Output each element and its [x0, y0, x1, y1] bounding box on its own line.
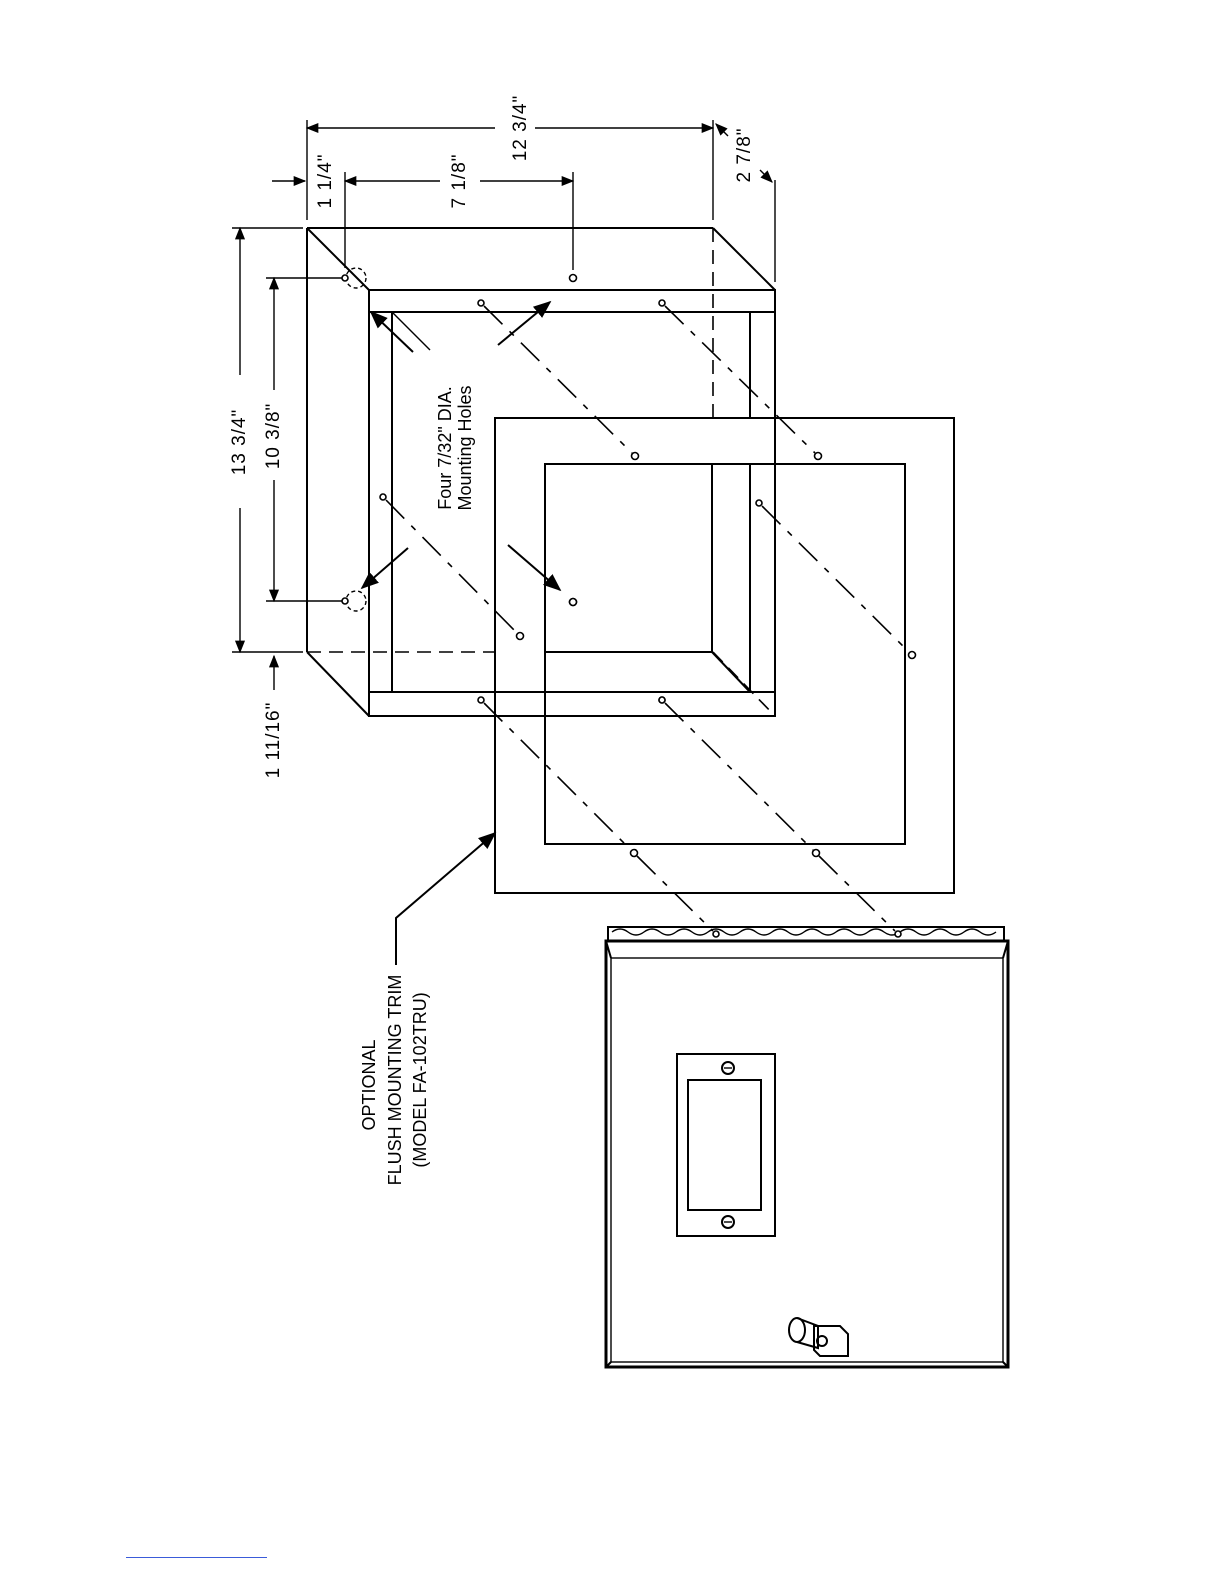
window-screw [722, 1062, 734, 1074]
back-hole [570, 275, 577, 282]
trim-hole [631, 850, 638, 857]
holes-label-line1: Four 7/32" DIA. [435, 386, 455, 509]
trim-hole [815, 453, 822, 460]
window-screw [722, 1216, 734, 1228]
dim-hole-spacing-horizontal: 7 1/8" [449, 153, 470, 208]
footer-rule [126, 1557, 267, 1558]
trim-label-line3: (MODEL FA-102TRU) [410, 992, 430, 1167]
trim-hole [813, 850, 820, 857]
trim-label-line1: OPTIONAL [359, 1039, 379, 1130]
dim-overall-width: 12 3/4" [510, 95, 531, 162]
holes-label-line2: Mounting Holes [455, 385, 475, 510]
dim-top-offset: 1 1/4" [315, 153, 336, 208]
flange-hole [478, 697, 484, 703]
door-latch-icon [789, 1318, 848, 1356]
dimension-lines [232, 120, 775, 690]
piano-hinge [608, 927, 1004, 941]
cabinet-door [606, 927, 1008, 1367]
trim-leader-arrow [396, 833, 495, 965]
flush-mounting-trim [495, 418, 954, 893]
dim-bottom-offset: 1 11/16" [263, 702, 284, 779]
flange-hole [659, 300, 665, 306]
keyhole-top [342, 268, 366, 288]
back-box [307, 228, 775, 716]
flange-hole [756, 500, 762, 506]
dim-overall-height: 13 3/4" [229, 409, 250, 476]
dim-depth: 2 7/8" [734, 127, 755, 182]
keyhole-bottom [342, 591, 366, 611]
trim-hole [632, 453, 639, 460]
flange-hole [478, 300, 484, 306]
trim-hole [909, 652, 916, 659]
trim-hole [517, 633, 524, 640]
flange-hole [380, 494, 386, 500]
trim-label-line2: FLUSH MOUNTING TRIM [385, 975, 405, 1186]
dim-hole-spacing-vertical: 10 3/8" [263, 403, 284, 470]
door-window [677, 1054, 775, 1236]
